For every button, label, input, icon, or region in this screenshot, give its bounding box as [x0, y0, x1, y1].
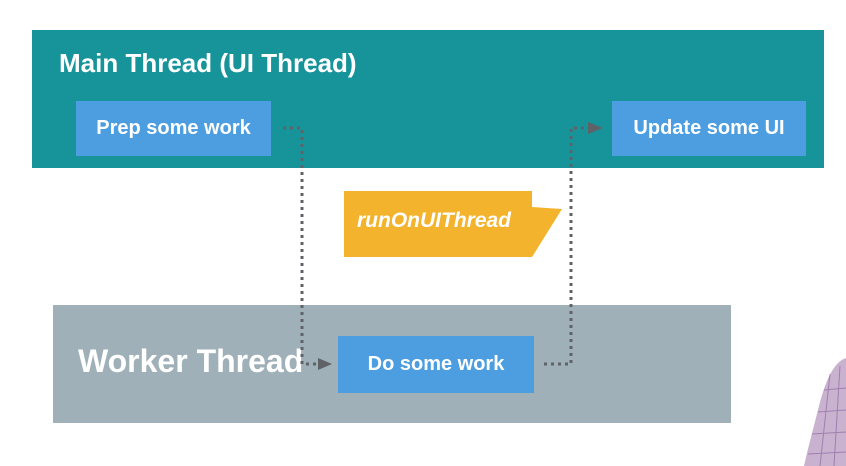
main-thread-title: Main Thread (UI Thread) [59, 48, 357, 78]
run-on-ui-thread-callout [344, 191, 562, 257]
worker-thread-title: Worker Thread [78, 343, 304, 379]
update-some-ui-box: Update some UI [612, 101, 806, 156]
do-some-work-box: Do some work [338, 336, 534, 393]
presenter-figure [804, 358, 846, 466]
work-to-update-connector [544, 126, 588, 366]
prep-to-work-connector [283, 126, 318, 366]
arrowhead-to-update-icon [588, 122, 603, 134]
prep-some-work-box: Prep some work [76, 101, 271, 156]
arrowhead-to-work-icon [318, 358, 332, 370]
callout-label: runOnUIThread [357, 209, 512, 232]
